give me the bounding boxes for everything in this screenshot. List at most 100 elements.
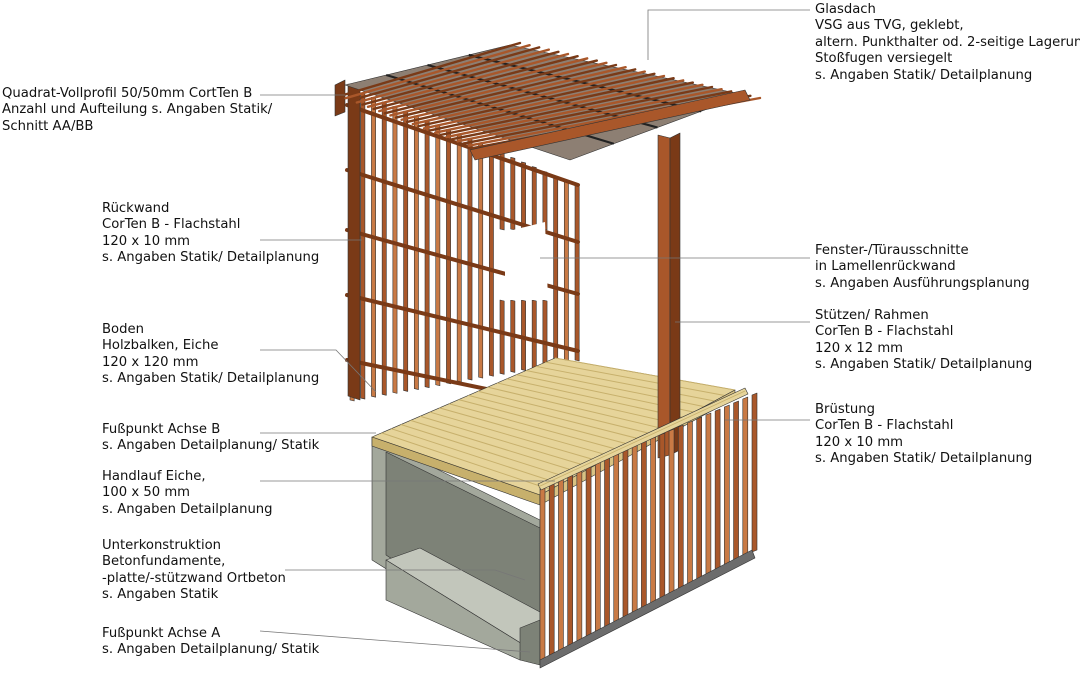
back-lamella — [563, 180, 569, 364]
floor-beam-joint — [545, 361, 725, 397]
balustrade-lamella — [631, 444, 638, 615]
roof-front-beam — [469, 89, 751, 161]
floor-beam-joint — [448, 403, 623, 452]
balustrade-lamella — [604, 456, 610, 629]
balustrade-lamella — [705, 412, 712, 577]
floor-beam-joint — [391, 428, 561, 485]
back-lamella — [467, 138, 473, 381]
glass-roof — [338, 41, 762, 161]
balustrade-lamella — [567, 472, 573, 648]
balustrade-lamella — [650, 436, 656, 605]
handrail — [537, 387, 749, 491]
balustrade-lamella — [622, 448, 629, 620]
column-front — [657, 134, 671, 459]
column-side — [669, 132, 681, 456]
floor-beam-joint — [535, 365, 715, 402]
back-lamella — [553, 175, 559, 366]
roof-lamella — [445, 83, 704, 139]
roof-lamella — [394, 63, 618, 119]
floor-beam-joint — [497, 382, 674, 424]
balustrade-lamella — [595, 460, 601, 634]
back-lamella — [478, 143, 484, 379]
floor-beam-joint — [506, 378, 684, 419]
roof-lamella — [406, 68, 637, 124]
back-lamella — [488, 147, 494, 377]
roof-edge-rod — [334, 79, 346, 117]
balustrade-lamella — [659, 432, 666, 601]
balustrade-lamella — [724, 404, 730, 567]
balustrade-lamella — [733, 400, 739, 562]
roof-lamella — [417, 72, 656, 128]
balustrade-lamella — [751, 392, 758, 553]
floor-beam-joint — [400, 424, 571, 479]
roof-lamella — [338, 41, 522, 98]
leader-line — [260, 349, 377, 393]
roof-lamella — [434, 79, 685, 134]
back-lamella — [521, 161, 526, 231]
back-lamella — [403, 110, 409, 392]
balustrade-lamella — [613, 452, 620, 625]
concrete-footing-end — [519, 619, 541, 666]
roof-lamella — [366, 52, 570, 109]
balustrade-lamella — [696, 416, 702, 581]
roof-lamella — [344, 44, 531, 100]
balustrade-lamella — [539, 484, 546, 663]
balustrade-lamella — [742, 396, 749, 558]
back-lamella — [521, 299, 526, 371]
back-lamella — [499, 299, 505, 375]
roof-lamella — [389, 61, 608, 117]
back-post — [347, 83, 361, 401]
floor-beam-joint — [487, 386, 664, 430]
floor-beam-joint — [468, 394, 643, 441]
floor-beam-joint — [381, 432, 551, 490]
roof-lamella — [378, 57, 589, 113]
floor-beam-joint — [410, 419, 582, 474]
roof-lamella — [355, 48, 550, 104]
floor-beam-joint — [554, 357, 736, 391]
floor-beam-joint — [429, 411, 602, 463]
back-lamella — [456, 133, 462, 383]
floor-beam-joint — [439, 407, 612, 457]
back-lamella — [531, 166, 537, 231]
square-rod — [345, 293, 580, 353]
roof-lamella — [462, 90, 733, 145]
roof-lamella — [400, 65, 627, 121]
back-lamella — [381, 101, 387, 396]
balustrade-lamella — [641, 440, 647, 610]
floor-beam-joint — [420, 415, 592, 468]
leader-line — [285, 569, 526, 581]
balustrade-lamellas — [537, 387, 758, 669]
back-lamella — [542, 299, 548, 368]
back-lamella — [413, 115, 419, 390]
roof-lamella — [372, 55, 579, 111]
balustrade-lamella — [548, 480, 555, 658]
roof-lamella — [411, 70, 646, 126]
balustrade-lamella — [714, 408, 721, 572]
back-lamella — [531, 299, 537, 369]
back-lamella — [371, 96, 376, 398]
roof-lamella — [422, 74, 666, 130]
back-lamella — [574, 184, 580, 362]
roof-lamella — [450, 85, 714, 141]
back-lamella — [542, 170, 548, 231]
balustrade-lamella — [687, 420, 693, 586]
roof-lamella — [383, 59, 598, 115]
roof-lamella — [456, 87, 723, 143]
back-lamella — [392, 106, 398, 394]
leader-line — [647, 9, 810, 60]
roof-lamella — [361, 50, 560, 106]
balustrade-base — [539, 549, 756, 669]
back-lamella — [360, 92, 366, 400]
balustrade-lamella — [576, 468, 583, 644]
floor-beam-joint — [458, 399, 633, 446]
